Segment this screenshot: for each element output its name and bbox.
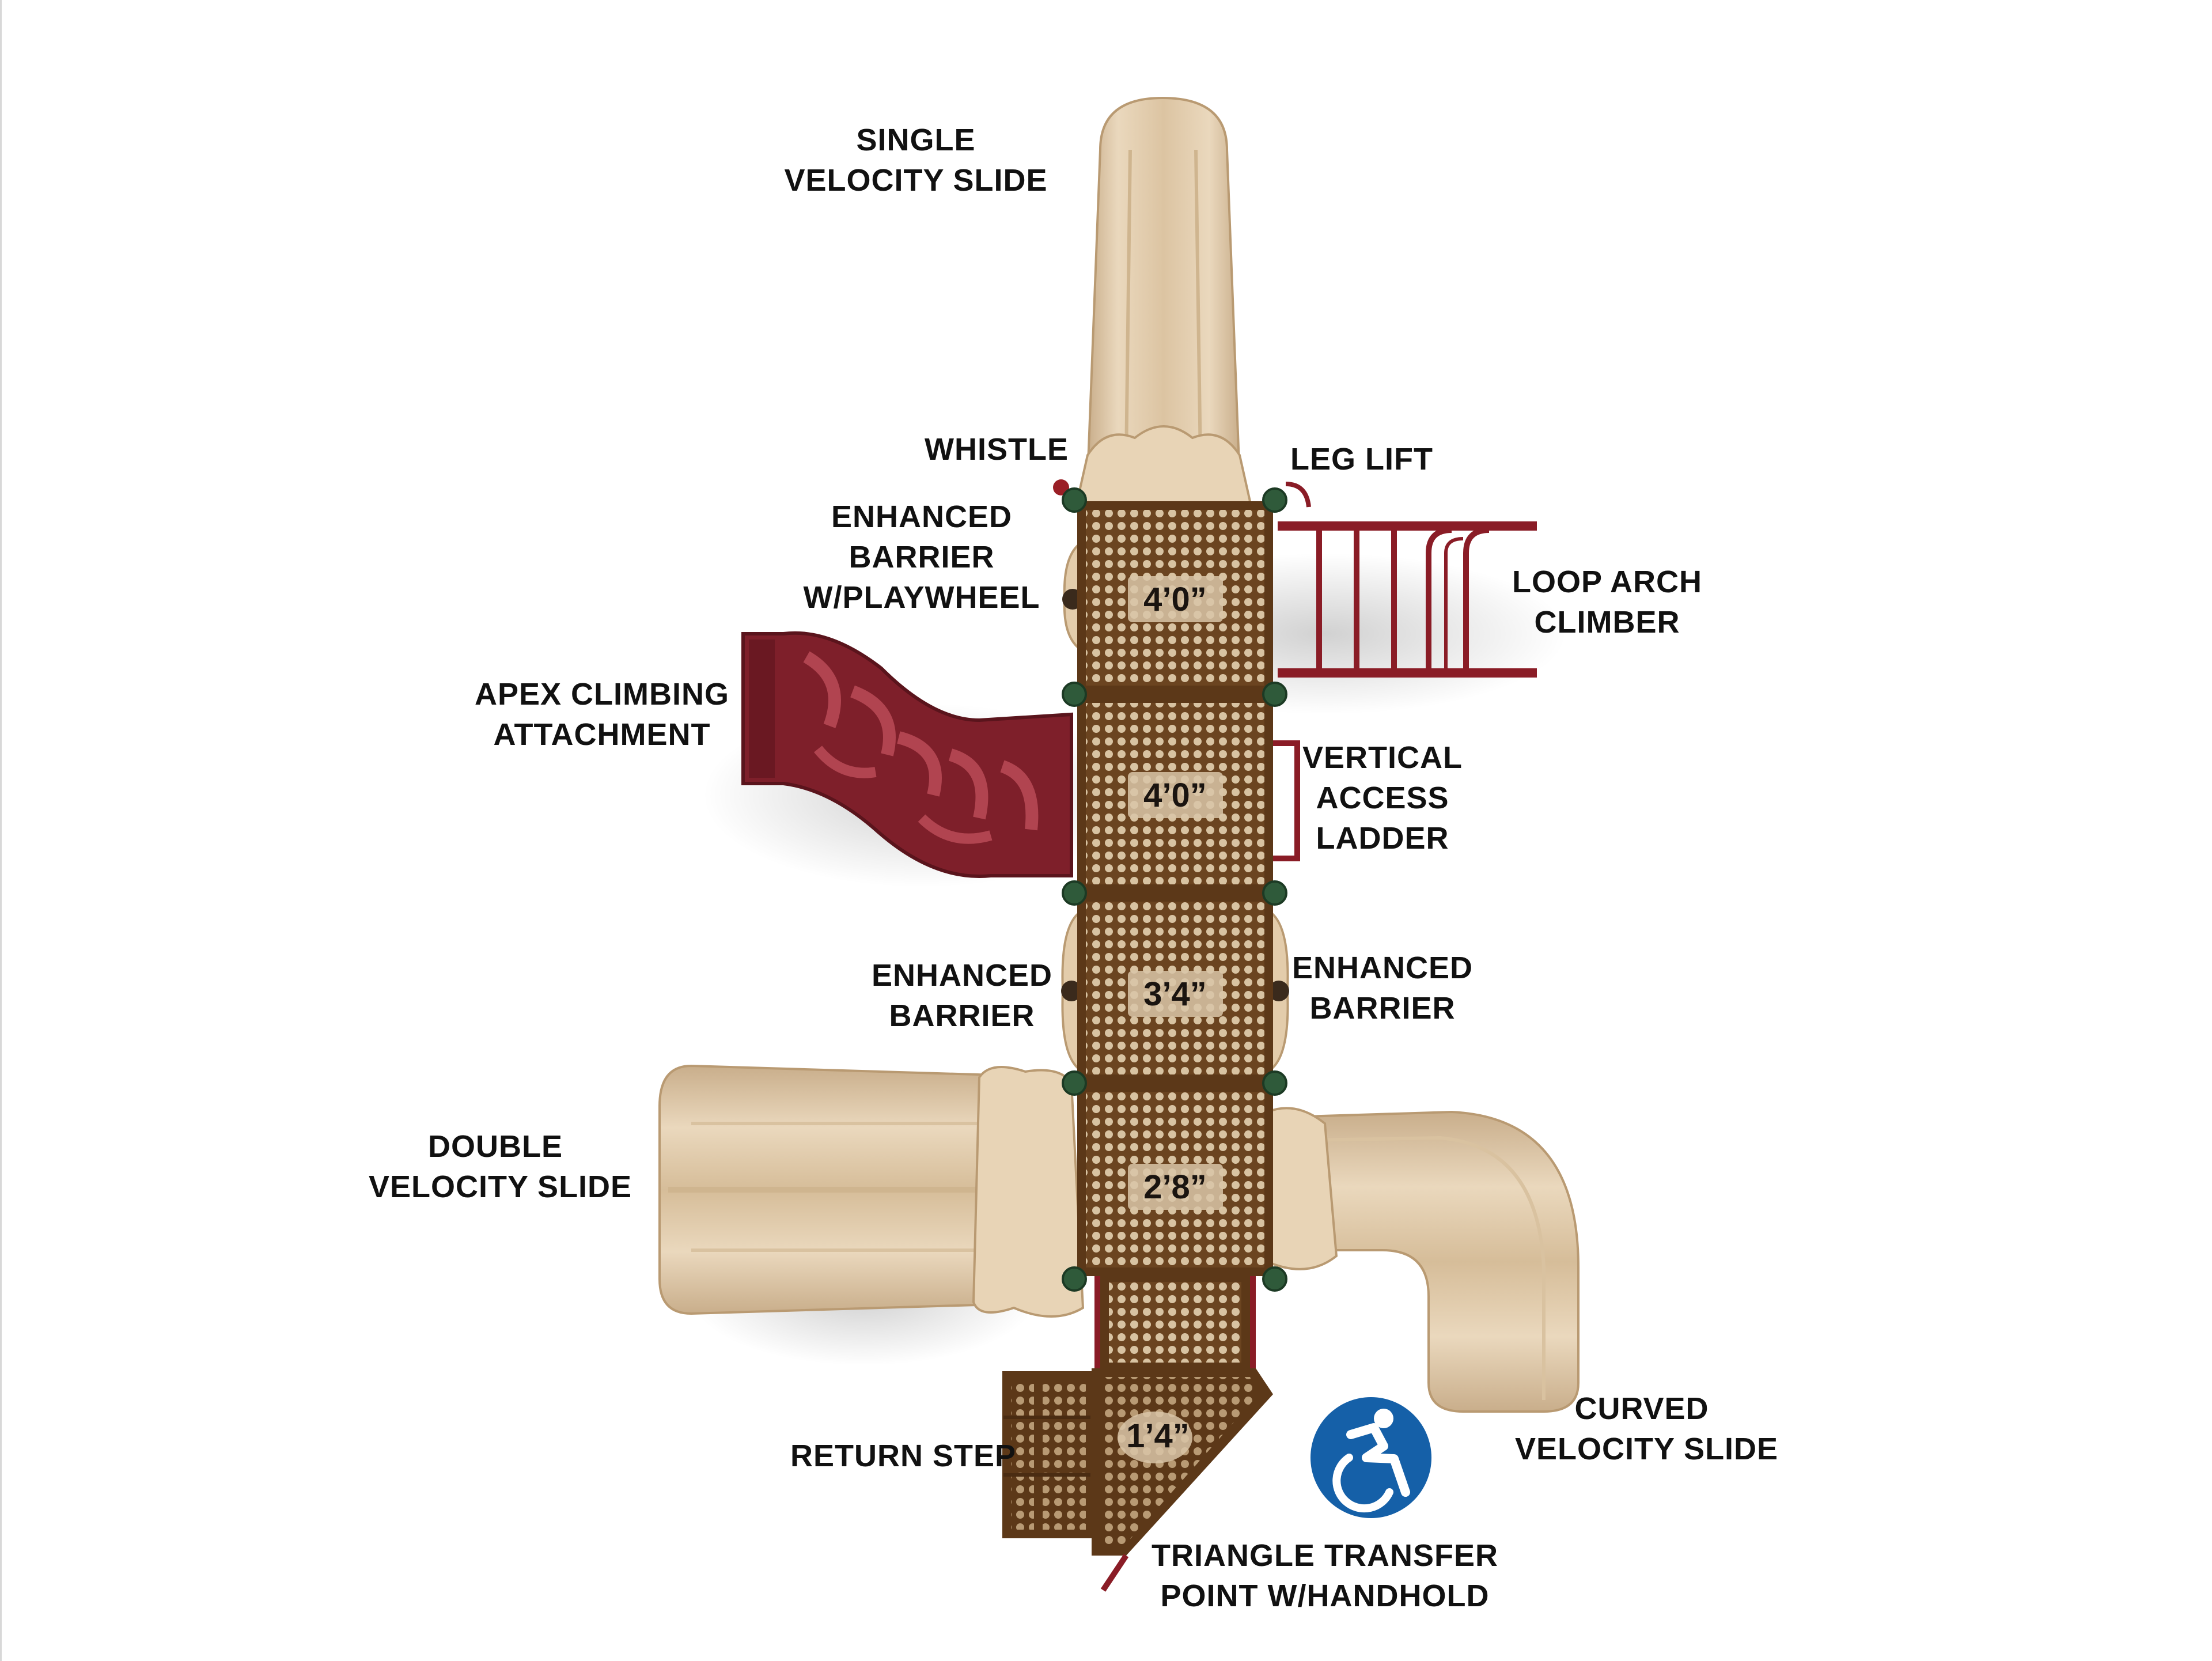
deck-label-panel xyxy=(1128,772,1223,818)
leg-lift-icon xyxy=(1285,482,1311,508)
curved-velocity-slide xyxy=(1266,1107,1580,1413)
whistle-label: WHISTLE xyxy=(925,432,1069,467)
double-velocity-slide xyxy=(658,1064,1085,1318)
decks xyxy=(1077,501,1273,1371)
apex-climbing-attachment xyxy=(741,631,1073,878)
return-step xyxy=(1002,1371,1092,1538)
deck-label-panel xyxy=(1128,576,1223,622)
leg-lift-label: LEG LIFT xyxy=(1290,442,1433,476)
deck-height-3: 3’4” xyxy=(1143,975,1207,1013)
left-edge-line xyxy=(0,0,2,1661)
deck-label-panel xyxy=(1128,1164,1223,1210)
loop-arch-climber xyxy=(1278,521,1537,678)
return-step-label: RETURN STEP xyxy=(790,1439,1017,1473)
vertical-access-ladder xyxy=(1267,740,1300,861)
single-velocity-slide xyxy=(1075,96,1252,513)
deck-height-5: 1’4” xyxy=(1126,1417,1190,1455)
triangle-transfer-point xyxy=(1092,1368,1273,1592)
deck-clamps xyxy=(1062,487,1287,1292)
deck-height-2: 4’0” xyxy=(1143,777,1207,814)
deck-height-1: 4’0” xyxy=(1143,581,1207,618)
deck-label-panel xyxy=(1128,971,1223,1017)
wheelchair-accessibility-icon xyxy=(1310,1397,1431,1518)
deck-height-4: 2’8” xyxy=(1143,1168,1207,1206)
